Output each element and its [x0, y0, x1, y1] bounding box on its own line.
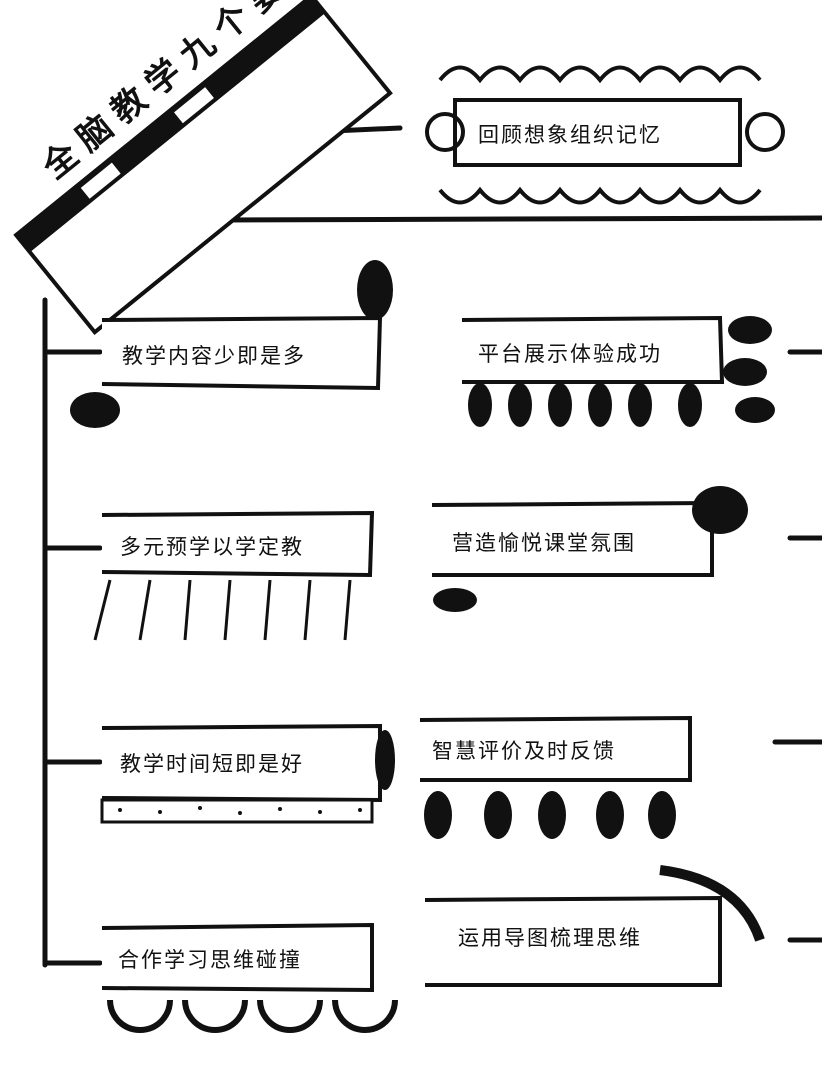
- decor-arcs: [107, 865, 765, 1033]
- trunk-right: [222, 215, 822, 223]
- item-short-time: 教学时间短即是好: [120, 752, 304, 776]
- box-evaluation: [419, 715, 692, 782]
- item-cooperation: 合作学习思维碰撞: [118, 948, 302, 972]
- box-mind-map: [424, 895, 722, 987]
- item-less-is-more: 教学内容少即是多: [122, 344, 306, 368]
- item-memory: 回顾想象组织记忆: [478, 123, 662, 147]
- box-atmosphere: [431, 500, 714, 577]
- decor-drops: [424, 791, 676, 839]
- decor-dots: [100, 798, 374, 824]
- decor-roots: [93, 579, 352, 641]
- title-banner: [13, 0, 393, 336]
- item-atmosphere: 营造愉悦课堂氛围: [452, 531, 636, 555]
- decor-blobs: [70, 260, 748, 790]
- item-platform: 平台展示体验成功: [478, 342, 662, 366]
- item-evaluation: 智慧评价及时反馈: [432, 739, 616, 763]
- box-less-is-more: [101, 315, 383, 391]
- item-mind-map: 运用导图梳理思维: [458, 926, 642, 950]
- box-platform: [461, 315, 725, 384]
- box-cooperation: [101, 922, 374, 993]
- memory-frame: [425, 65, 785, 205]
- box-preview: [101, 510, 375, 578]
- item-preview: 多元预学以学定教: [120, 535, 304, 559]
- decor-leaves: [468, 316, 775, 427]
